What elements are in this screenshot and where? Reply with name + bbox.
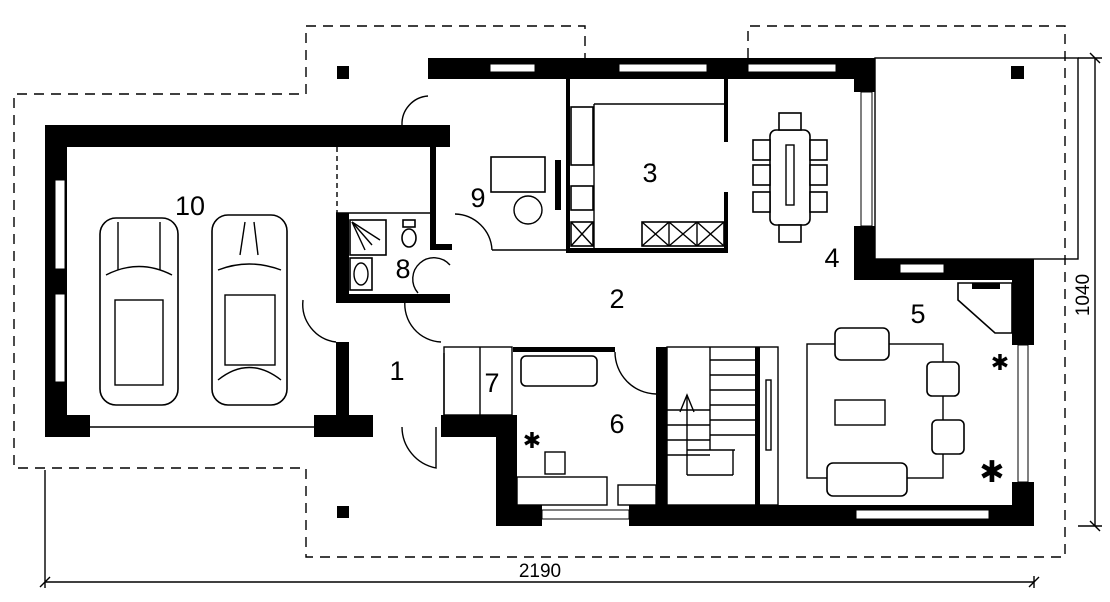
washing-table (490, 156, 546, 193)
roof-outline (13, 25, 1066, 558)
bathroom-walls (336, 147, 452, 303)
office-and-stairs: ✱ (302, 257, 779, 506)
room-label-4: 4 (824, 243, 839, 273)
dimension-lines (39, 52, 1102, 588)
toilet (401, 228, 417, 248)
car-icon (211, 214, 288, 406)
fireplace (957, 282, 1013, 334)
garage-walls (45, 125, 450, 437)
staircase (666, 346, 779, 506)
room-label-6: 6 (609, 409, 624, 439)
width-dimension: 2190 (519, 561, 561, 582)
terrace (874, 57, 1079, 260)
room-label-7: 7 (484, 368, 499, 398)
garage-door-arc (302, 299, 337, 343)
door-arc (404, 299, 442, 343)
pier (1011, 66, 1024, 79)
plant-icon: ✱ (991, 350, 1009, 375)
dining-table (752, 112, 828, 243)
plant-icon: ✱ (523, 428, 541, 453)
sink (570, 106, 594, 166)
plant-icon: ✱ (979, 456, 1004, 489)
front-door-arc (401, 426, 437, 469)
utility-room (401, 95, 566, 251)
room-label-10: 10 (175, 191, 205, 221)
house-walls (428, 58, 1034, 526)
cooktop (570, 185, 594, 211)
room-label-8: 8 (395, 254, 410, 284)
door-arc (454, 213, 493, 251)
room-label-1: 1 (389, 356, 404, 386)
room-label-3: 3 (642, 158, 657, 188)
depth-dimension: 1040 (1073, 274, 1094, 316)
entry-door-arc (401, 95, 429, 126)
room-label-5: 5 (910, 299, 925, 329)
pier (337, 506, 349, 518)
bathroom-door-arc (412, 257, 451, 294)
room-label-2: 2 (609, 284, 624, 314)
car-icon (99, 217, 179, 406)
kitchen (555, 79, 728, 253)
pier (337, 66, 349, 79)
living-room-furniture: ✱ ✱ (806, 282, 1013, 497)
room-label-9: 9 (470, 183, 485, 213)
